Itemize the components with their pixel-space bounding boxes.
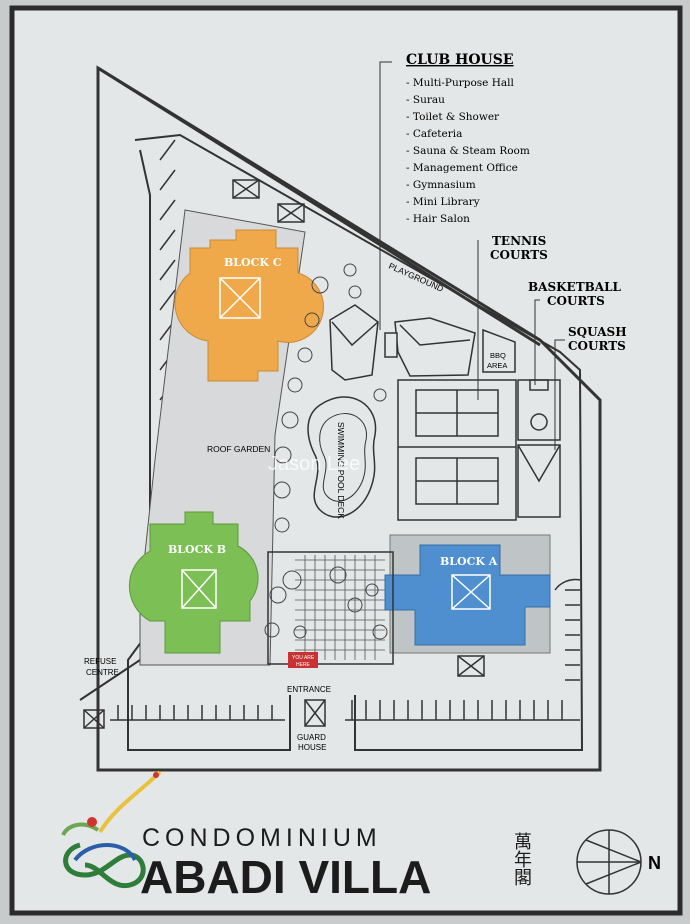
abadi-villa-logo-emblem	[61, 770, 162, 889]
club-house-title: CLUB HOUSE	[406, 52, 514, 68]
you-are-here-marker	[288, 652, 318, 668]
swimming-pool-label: SWIMMING POOL DECK	[336, 422, 346, 519]
refuse-label-2: CENTRE	[86, 668, 119, 677]
site-boundary	[96, 65, 602, 772]
club-house-building	[329, 304, 476, 381]
squash-leader-line	[554, 339, 565, 450]
basketball-court	[517, 379, 561, 441]
block-b: BLOCK B	[128, 511, 259, 654]
basketball-label-1: BASKETBALL	[528, 280, 622, 294]
tennis-label-1: TENNIS	[492, 234, 546, 248]
perimeter-road	[134, 133, 584, 751]
entrance-label: ENTRANCE	[287, 685, 331, 694]
basketball-leader-line	[534, 299, 540, 385]
guard-house-label-1: GUARD	[297, 733, 326, 742]
logo-condominium: CONDOMINIUM	[142, 824, 382, 852]
block-c: BLOCK C	[174, 229, 324, 382]
small-structures	[83, 179, 485, 729]
roof-garden-label: ROOF GARDEN	[207, 444, 270, 454]
club-house-item-5: - Sauna & Steam Room	[406, 145, 530, 157]
courtyard-grid	[295, 555, 385, 660]
logo-chinese: 萬年閣	[512, 832, 532, 886]
bbq-area	[482, 328, 516, 373]
club-house-item-9: - Hair Salon	[406, 213, 470, 225]
parking-east	[554, 578, 581, 681]
club-house-item-2: - Surau	[406, 94, 445, 106]
you-are-here-label-2: HERE	[296, 662, 311, 668]
club-house-item-6: - Management Office	[406, 162, 518, 174]
parking-bottom	[110, 700, 580, 721]
guard-house-label-2: HOUSE	[298, 743, 326, 752]
bbq-label-2: AREA	[487, 361, 507, 370]
watermark: Jason Lee	[268, 453, 360, 475]
club-house-item-4: - Cafeteria	[406, 128, 462, 140]
bbq-label-1: BBQ	[490, 351, 506, 360]
club-house-item-3: - Toilet & Shower	[406, 111, 500, 123]
landscape-trees	[264, 263, 388, 640]
you-are-here-label-1: YOU ARE	[292, 655, 315, 661]
club-house-legend: CLUB HOUSE - Multi-Purpose Hall - Surau …	[406, 52, 530, 225]
tennis-label-2: COURTS	[490, 248, 548, 262]
courtyard-border	[267, 551, 394, 665]
block-a: BLOCK A	[384, 534, 551, 654]
squash-label-2: COURTS	[568, 339, 626, 353]
club-house-item-7: - Gymnasium	[406, 179, 476, 191]
club-house-leader-line	[379, 61, 392, 330]
block-c-label: BLOCK C	[224, 256, 282, 269]
perimeter-road-west	[127, 149, 291, 751]
squash-label-1: SQUASH	[568, 325, 627, 339]
block-a-label: BLOCK A	[440, 555, 498, 568]
squash-courts	[517, 444, 561, 518]
refuse-road	[79, 659, 141, 701]
club-house-item-8: - Mini Library	[406, 196, 480, 208]
swimming-pool: SWIMMING POOL DECK	[307, 396, 377, 519]
refuse-label-1: REFUSE	[84, 657, 116, 666]
basketball-label-2: COURTS	[547, 294, 605, 308]
logo-abadi-villa: ABADI VILLA	[140, 851, 431, 903]
compass-north-label: N	[648, 853, 661, 873]
tennis-courts	[397, 379, 517, 521]
club-house-item-1: - Multi-Purpose Hall	[406, 77, 514, 89]
compass-icon	[576, 829, 642, 895]
block-b-label: BLOCK B	[168, 543, 226, 556]
